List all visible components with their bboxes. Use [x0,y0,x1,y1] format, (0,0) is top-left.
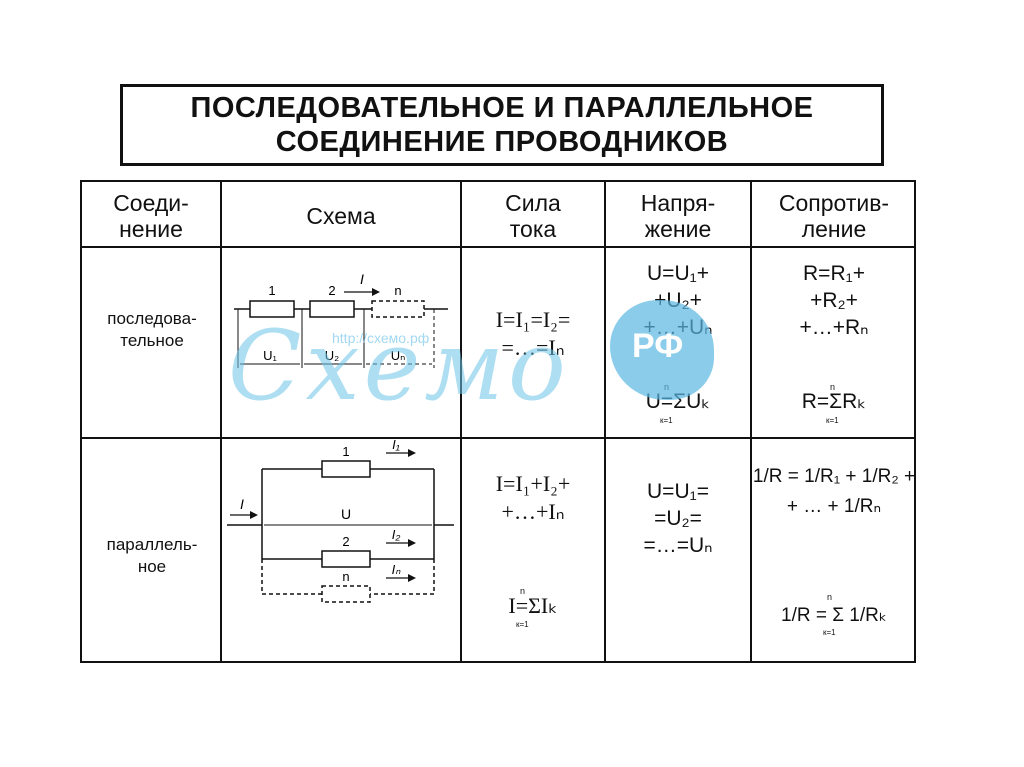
parallel-rn-label: n [342,569,349,584]
col-divider [220,182,222,661]
series-resistance-sum-bottom: к=1 [826,416,839,425]
header-resistance: Сопротив- ление [778,190,890,242]
series-circuit-diagram: 1 2 n I U₁ U₂ Uₙ [234,271,448,368]
parallel-label: параллель- ное [106,535,198,576]
parallel-r2-label: 2 [342,534,349,549]
header-scheme: Схема [306,203,376,229]
series-u1-label: U₁ [263,348,277,363]
series-current-label: I [360,271,364,287]
parallel-in-label: Iₙ [392,562,402,577]
parallel-i2-label: I₂ [392,527,401,542]
col-divider [750,182,752,661]
series-r2-label: 2 [328,283,335,298]
header-connection: Соеди- нение [113,190,189,242]
series-resistor-n [371,300,425,318]
comparison-table: Соеди- нение Схема Сила тока Напря- жени… [80,180,916,663]
parallel-current-sum: I=ΣIₖ [508,593,558,618]
parallel-resistance-formula: 1/R = 1/R₁ + 1/R₂ + + … + 1/Rₙ [752,466,916,517]
series-resistor-2 [309,300,355,318]
row-divider [82,437,914,439]
col-divider [460,182,462,661]
parallel-current-sum-top: n [520,586,526,596]
parallel-current-label: I [240,496,244,512]
parallel-voltage-label: U [341,506,351,522]
header-voltage: Напря- жение [640,190,716,242]
parallel-resistor-n [321,585,371,603]
parallel-resistor-1 [321,460,371,478]
parallel-current-sum-bottom: к=1 [516,620,529,629]
series-u2-label: U₂ [325,348,339,363]
series-voltage-sum: U=ΣUₖ [645,390,711,413]
parallel-current-formula: I=I₁+I₂+ +…+Iₙ [495,471,571,524]
title-line-2: СОЕДИНЕНИЕ ПРОВОДНИКОВ [275,126,729,158]
parallel-i1-label: I₁ [392,439,400,452]
title-box: ПОСЛЕДОВАТЕЛЬНОЕ И ПАРАЛЛЕЛЬНОЕ СОЕДИНЕН… [120,84,884,166]
title-line-1: ПОСЛЕДОВАТЕЛЬНОЕ И ПАРАЛЛЕЛЬНОЕ [190,92,814,124]
parallel-circuit-diagram: 1 2 n I I₁ I₂ Iₙ U [227,439,454,603]
series-resistance-formula: R=R₁+ +R₂+ +…+Rₙ [799,262,869,339]
series-rn-label: n [394,283,401,298]
series-r1-label: 1 [268,283,275,298]
series-voltage-sum-top: n [664,382,670,392]
series-resistance-sum-top: n [830,382,836,392]
row-divider [82,246,914,248]
col-divider [604,182,606,661]
series-current-formula: I=I₁=I₂= =…=Iₙ [495,307,571,360]
parallel-resistor-2 [321,550,371,568]
series-voltage-sum-bottom: к=1 [660,416,673,425]
parallel-r1-label: 1 [342,444,349,459]
parallel-resistance-sum-bottom: к=1 [823,628,836,637]
series-resistance-sum: R=ΣRₖ [801,390,867,413]
series-label: последова- тельное [107,309,197,350]
series-un-label: Uₙ [391,348,406,363]
header-current: Сила тока [505,190,561,242]
parallel-voltage-formula: U=U₁= =U₂= =…=Uₙ [643,480,713,557]
parallel-resistance-sum: 1/R = Σ 1/Rₖ [781,605,887,626]
series-resistor-1 [249,300,295,318]
series-voltage-formula: U=U₁+ +U₂+ +…+Uₙ [643,262,713,339]
parallel-resistance-sum-top: n [827,592,833,602]
